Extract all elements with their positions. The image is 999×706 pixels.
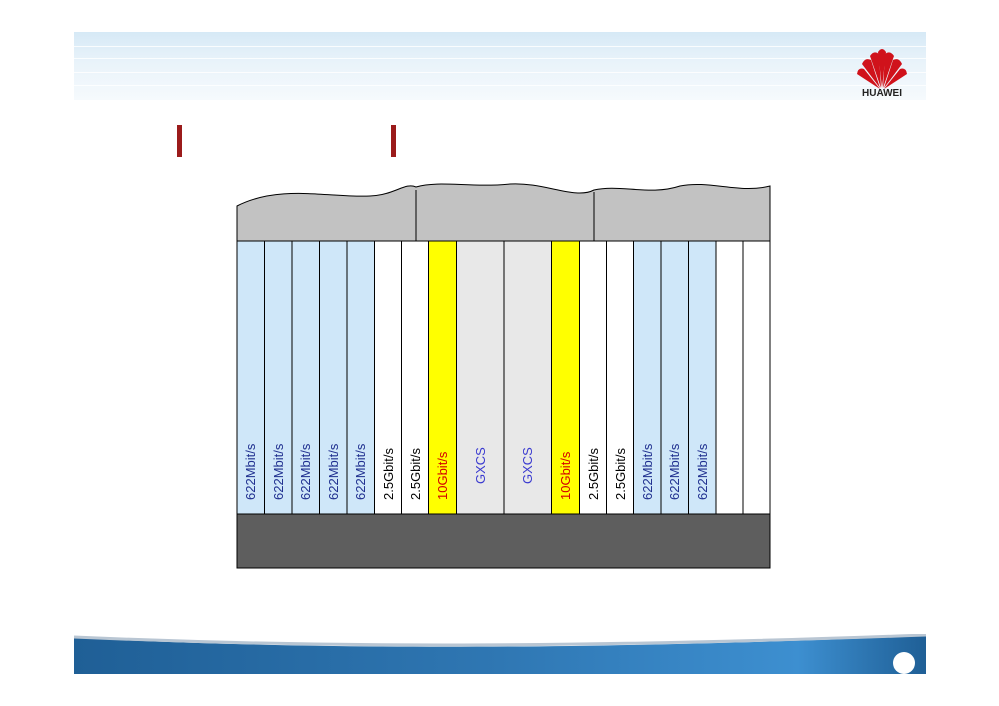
- slot-13: [606, 240, 634, 515]
- slot-label-1: 622Mbit/s: [243, 443, 259, 500]
- slot-label-15: 622Mbit/s: [667, 443, 683, 500]
- slot-label-16: 622Mbit/s: [694, 443, 710, 500]
- slot-label-2: 622Mbit/s: [270, 443, 286, 500]
- slot-3: [291, 240, 320, 515]
- slot-15: [660, 240, 689, 515]
- huawei-logo-icon: [857, 49, 907, 89]
- slot-label-14: 622Mbit/s: [639, 443, 655, 500]
- slot-label-7: 2.5Gbit/s: [407, 447, 423, 500]
- slot-17: [715, 240, 744, 515]
- header-banner: [74, 32, 926, 100]
- slot-11: [551, 240, 580, 515]
- slot-label-13: 2.5Gbit/s: [612, 447, 628, 500]
- slot-4: [319, 240, 348, 515]
- slots: [236, 240, 771, 515]
- slot-1: [236, 240, 265, 515]
- slot-label-4: 622Mbit/s: [325, 443, 341, 500]
- slot-14: [633, 240, 662, 515]
- slot-label-9: GXCS: [472, 447, 488, 484]
- footer-banner: [74, 634, 926, 674]
- page-number-badge: [893, 652, 915, 674]
- title-marker-right: [391, 125, 396, 157]
- slot-10: [503, 240, 552, 515]
- slot-label-12: 2.5Gbit/s: [585, 447, 601, 500]
- slot-label-5: 622Mbit/s: [353, 443, 369, 500]
- top-panel: [236, 183, 771, 242]
- slot-8: [428, 240, 457, 515]
- slot-label-6: 2.5Gbit/s: [380, 447, 396, 500]
- slot-9: [456, 240, 505, 515]
- slot-label-11: 10Gbit/s: [558, 451, 573, 500]
- slot-label-3: 622Mbit/s: [298, 443, 314, 500]
- slot-12: [579, 240, 607, 515]
- backplane: [236, 513, 771, 569]
- slot-label-8: 10Gbit/s: [435, 451, 450, 500]
- slot-18: [742, 240, 771, 515]
- title-marker-left: [177, 125, 182, 157]
- slot-label-10: GXCS: [520, 447, 536, 484]
- brand-name: HUAWEI: [862, 88, 902, 99]
